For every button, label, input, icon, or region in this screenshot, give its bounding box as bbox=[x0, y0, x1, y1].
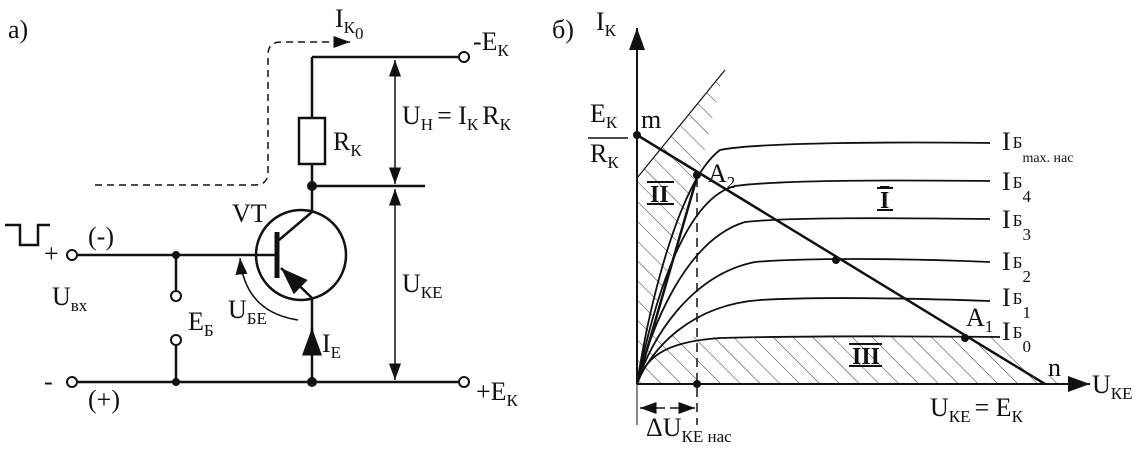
output-characteristics: б) IК UКЕ ΔUКЕ нас EК R bbox=[552, 7, 1133, 446]
curve-ib2 bbox=[636, 258, 991, 385]
point-a2-label: A2 bbox=[708, 159, 735, 192]
uke-label: UКЕ bbox=[402, 269, 443, 302]
panel-a-label: а) bbox=[8, 15, 28, 44]
point-m bbox=[633, 131, 641, 139]
ik0-label: IК0 bbox=[335, 4, 364, 43]
circuit-diagram: а) -EК IК0 RК VT IЕ + (-) bbox=[5, 4, 519, 414]
curve-ib-max bbox=[636, 141, 991, 385]
eb-label: EБ bbox=[188, 307, 214, 340]
rk-label: RК bbox=[333, 127, 362, 160]
point-a2 bbox=[693, 171, 701, 179]
point-uke-sat bbox=[693, 380, 701, 388]
point-a1-label: A1 bbox=[966, 303, 993, 336]
curve-ib0 bbox=[636, 335, 1001, 385]
region-iii-hatch bbox=[637, 335, 1060, 384]
point-a1 bbox=[961, 334, 969, 342]
input-polarity-top: (-) bbox=[88, 222, 114, 251]
region-ii-label: II bbox=[650, 182, 669, 208]
ground-minus-terminal bbox=[66, 376, 78, 388]
input-plus-label: + bbox=[44, 239, 59, 268]
plus-ek-terminal bbox=[458, 376, 470, 388]
uke-equals-ek-label: UКЕ= EК bbox=[930, 393, 1024, 426]
panel-b-label: б) bbox=[552, 15, 574, 44]
minus-ek-terminal bbox=[458, 51, 470, 63]
region-ii-boundary bbox=[636, 69, 726, 179]
region-i-label: I bbox=[880, 188, 889, 214]
point-m-label: m bbox=[641, 105, 661, 134]
uvx-label: Uвх bbox=[52, 282, 88, 315]
minus-ek-label: -EК bbox=[473, 27, 510, 60]
load-line bbox=[636, 133, 1046, 386]
ie-label: IЕ bbox=[322, 329, 341, 362]
point-n-label: n bbox=[1048, 353, 1061, 382]
input-plus-terminal bbox=[66, 249, 78, 261]
delta-uke-label: ΔUКЕ нас bbox=[646, 413, 732, 446]
input-pulse-symbol bbox=[5, 223, 50, 247]
rk-resistor bbox=[297, 116, 327, 166]
ground-minus-label: - bbox=[44, 367, 53, 396]
transistor-collector-lead bbox=[278, 211, 313, 241]
ube-arrow bbox=[235, 257, 299, 321]
eb-bottom-terminal bbox=[170, 334, 182, 346]
frac-denominator: RК bbox=[590, 139, 619, 172]
frac-numerator: EК bbox=[590, 99, 618, 132]
y-axis-label: IК bbox=[596, 7, 617, 40]
transistor-emitter-lead bbox=[280, 267, 313, 299]
emitter-ground-node bbox=[307, 377, 317, 387]
ube-label: UБЕ bbox=[228, 295, 267, 328]
ground-polarity-bottom: (+) bbox=[88, 385, 120, 414]
plus-ek-label: +EК bbox=[476, 377, 519, 410]
vt-label: VT bbox=[232, 199, 267, 228]
eb-top-terminal bbox=[170, 290, 182, 302]
curve-ib1 bbox=[636, 297, 991, 385]
curve-ib4 bbox=[636, 179, 991, 385]
curve-ib3 bbox=[636, 217, 991, 385]
point-operating bbox=[832, 256, 840, 264]
ik0-dashed-path bbox=[95, 36, 350, 186]
x-axis-label: UКЕ bbox=[1092, 370, 1133, 403]
eb-ground-node bbox=[172, 378, 180, 386]
